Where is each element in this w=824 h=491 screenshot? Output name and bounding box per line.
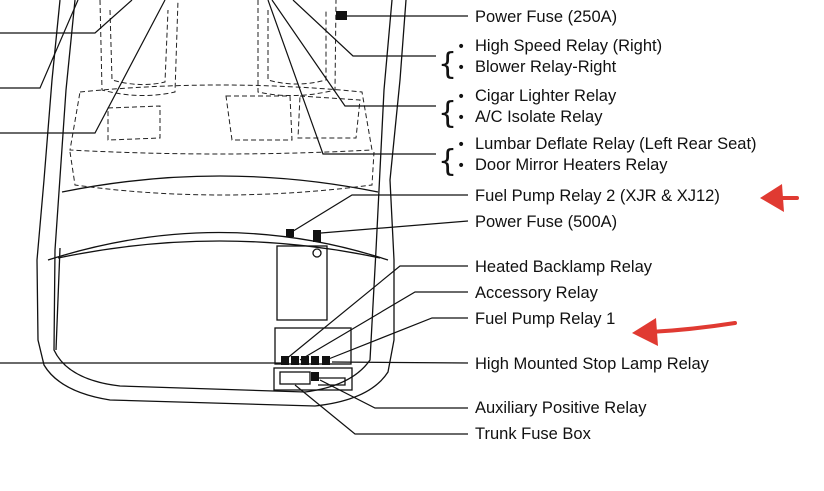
label-fuel-pump-relay-2: Fuel Pump Relay 2 (XJR & XJ12): [475, 187, 720, 205]
battery-outline: [276, 245, 328, 321]
label-power-fuse-500: Power Fuse (500A): [475, 213, 617, 231]
interior-seats: [69, 0, 375, 196]
relay-square-icon: [311, 372, 319, 381]
bullet-glyph: •: [457, 158, 465, 174]
label-accessory-relay: Accessory Relay: [475, 284, 599, 302]
label-ac-isolate-relay: A/C Isolate Relay: [475, 108, 603, 126]
trunk-fuse-box-outline: [273, 367, 353, 391]
label-heated-backlamp-relay: Heated Backlamp Relay: [475, 258, 653, 276]
brace-glyph: {: [438, 47, 457, 82]
label-blower-relay-right: Blower Relay-Right: [475, 58, 617, 76]
bullet-glyph: •: [457, 110, 465, 126]
label-door-mirror-heaters-relay: Door Mirror Heaters Relay: [475, 156, 668, 174]
relay-square-icon: [311, 356, 319, 365]
relay-square-icon: [291, 356, 299, 365]
brace-glyph: {: [438, 96, 457, 131]
bullet-glyph: •: [457, 89, 465, 105]
relay-square-icon: [313, 230, 321, 242]
bullet-glyph: •: [457, 39, 465, 55]
label-high-mounted-stop-lamp-relay: High Mounted Stop Lamp Relay: [475, 355, 710, 373]
red-arrow-icon: [632, 318, 737, 346]
trunk-components: [273, 245, 353, 391]
bullet-glyph: •: [457, 60, 465, 76]
label-power-fuse-250: Power Fuse (250A): [475, 8, 617, 26]
relay-square-icon: [336, 11, 347, 20]
red-arrow-icon: [760, 184, 799, 212]
bullet-glyph: •: [457, 137, 465, 153]
relay-square-icon: [301, 356, 309, 365]
car-outline: [36, 0, 407, 407]
leader-lines: [0, 0, 469, 435]
relay-square-icon: [322, 356, 330, 365]
relays: [281, 11, 347, 381]
label-high-speed-relay-right: High Speed Relay (Right): [475, 37, 662, 55]
relay-square-icon: [281, 356, 289, 365]
label-cigar-lighter-relay: Cigar Lighter Relay: [475, 87, 617, 105]
label-auxiliary-positive-relay: Auxiliary Positive Relay: [475, 399, 647, 417]
label-trunk-fuse-box: Trunk Fuse Box: [475, 425, 592, 443]
label-fuel-pump-relay-1: Fuel Pump Relay 1: [475, 310, 615, 328]
brace-glyph: {: [438, 144, 457, 179]
labels: Power Fuse (250A) { • High Speed Relay (…: [438, 8, 757, 443]
label-lumbar-deflate-relay: Lumbar Deflate Relay (Left Rear Seat): [475, 135, 757, 153]
